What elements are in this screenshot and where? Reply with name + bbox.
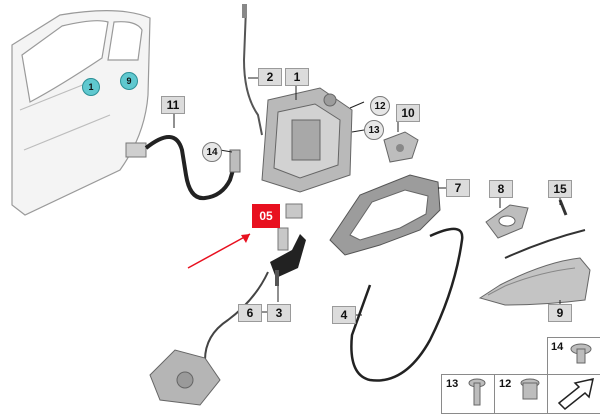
lock-rod-2 xyxy=(242,4,263,136)
callout-2: 2 xyxy=(258,68,282,86)
callout-10: 10 xyxy=(396,104,420,122)
callout-14: 14 xyxy=(202,142,222,162)
legend-num-14: 14 xyxy=(551,341,564,353)
callout-12: 12 xyxy=(370,96,390,116)
callout-7: 7 xyxy=(446,179,470,197)
screw-14-icon xyxy=(570,343,592,364)
handle-gasket-8 xyxy=(485,204,529,239)
callout-13: 13 xyxy=(364,120,384,140)
bowden-cable-11 xyxy=(125,135,241,201)
legend-num-13: 13 xyxy=(446,378,459,390)
direction-arrow-icon xyxy=(557,378,594,411)
legend-icons xyxy=(468,343,594,411)
pointer-arrow xyxy=(187,233,251,269)
handle-carrier-7 xyxy=(329,174,441,256)
callout-3: 3 xyxy=(267,304,291,322)
bowden-cable-4 xyxy=(350,227,464,382)
leader-lines xyxy=(173,77,561,316)
legend-cell-13 xyxy=(441,374,496,414)
screw-13-icon xyxy=(468,378,486,406)
gasket-strip-15 xyxy=(504,199,586,259)
nut-12-icon xyxy=(520,378,540,400)
callout-9: 9 xyxy=(548,304,572,322)
callout-8: 8 xyxy=(489,180,513,198)
door-marker-1: 1 xyxy=(82,78,100,96)
highlight-tag-05: 05 xyxy=(252,204,280,228)
callout-11: 11 xyxy=(161,96,185,114)
outer-door-handle-9 xyxy=(478,257,591,306)
callout-4: 4 xyxy=(332,306,356,324)
striker-10 xyxy=(383,131,419,163)
callout-15: 15 xyxy=(548,180,572,198)
rear-door-illustration xyxy=(11,10,151,216)
parts-legend: 14 13 12 xyxy=(441,337,600,414)
legend-cell-14 xyxy=(547,337,600,376)
bracket-holder-3 xyxy=(270,234,306,286)
highlighted-part-05 xyxy=(277,203,303,251)
callout-6: 6 xyxy=(238,304,262,322)
actuator-cable-6 xyxy=(149,271,269,406)
legend-num-12: 12 xyxy=(499,378,512,390)
door-marker-9: 9 xyxy=(120,72,138,90)
callout-1: 1 xyxy=(285,68,309,86)
door-lock-assembly-1 xyxy=(261,87,353,193)
